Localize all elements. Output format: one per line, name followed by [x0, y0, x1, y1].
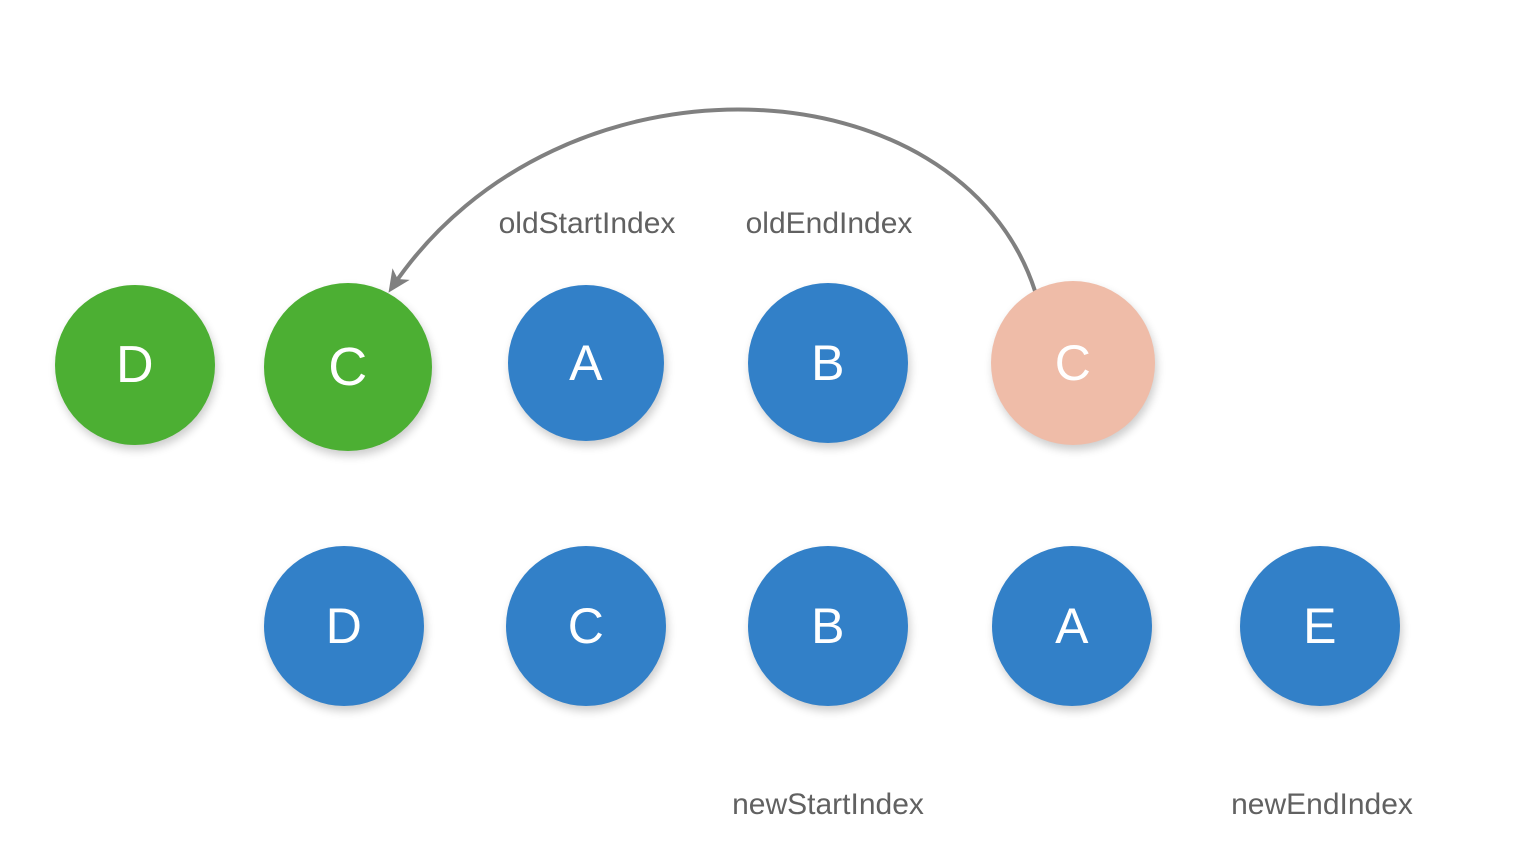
old-node-c-source-label: C — [1054, 335, 1092, 391]
old-node-d-label: D — [115, 336, 155, 394]
new-node-a-label: A — [1055, 598, 1089, 654]
label-old-start-index: oldStartIndex — [498, 207, 676, 240]
old-node-c-source[interactable]: C — [991, 281, 1155, 445]
new-node-a[interactable]: A — [992, 546, 1152, 706]
label-new-start-index: newStartIndex — [732, 788, 924, 821]
new-node-b-label: B — [811, 598, 845, 654]
old-node-b-label: B — [811, 335, 845, 391]
old-node-d[interactable]: D — [55, 285, 215, 445]
new-node-b[interactable]: B — [748, 546, 908, 706]
new-node-e-label: E — [1303, 598, 1337, 654]
new-node-c-label: C — [567, 598, 605, 654]
label-old-end-index: oldEndIndex — [745, 207, 913, 240]
label-new-end-index: newEndIndex — [1231, 788, 1413, 821]
old-node-b[interactable]: B — [748, 283, 908, 443]
old-node-c-target-label: C — [328, 337, 368, 397]
old-node-c-target[interactable]: C — [264, 283, 432, 451]
new-node-e[interactable]: E — [1240, 546, 1400, 706]
move-c-arrow — [388, 107, 1037, 293]
old-node-a-label: A — [569, 335, 603, 391]
new-node-d[interactable]: D — [264, 546, 424, 706]
new-node-d-label: D — [325, 598, 363, 654]
old-node-a[interactable]: A — [508, 285, 664, 441]
new-node-c[interactable]: C — [506, 546, 666, 706]
